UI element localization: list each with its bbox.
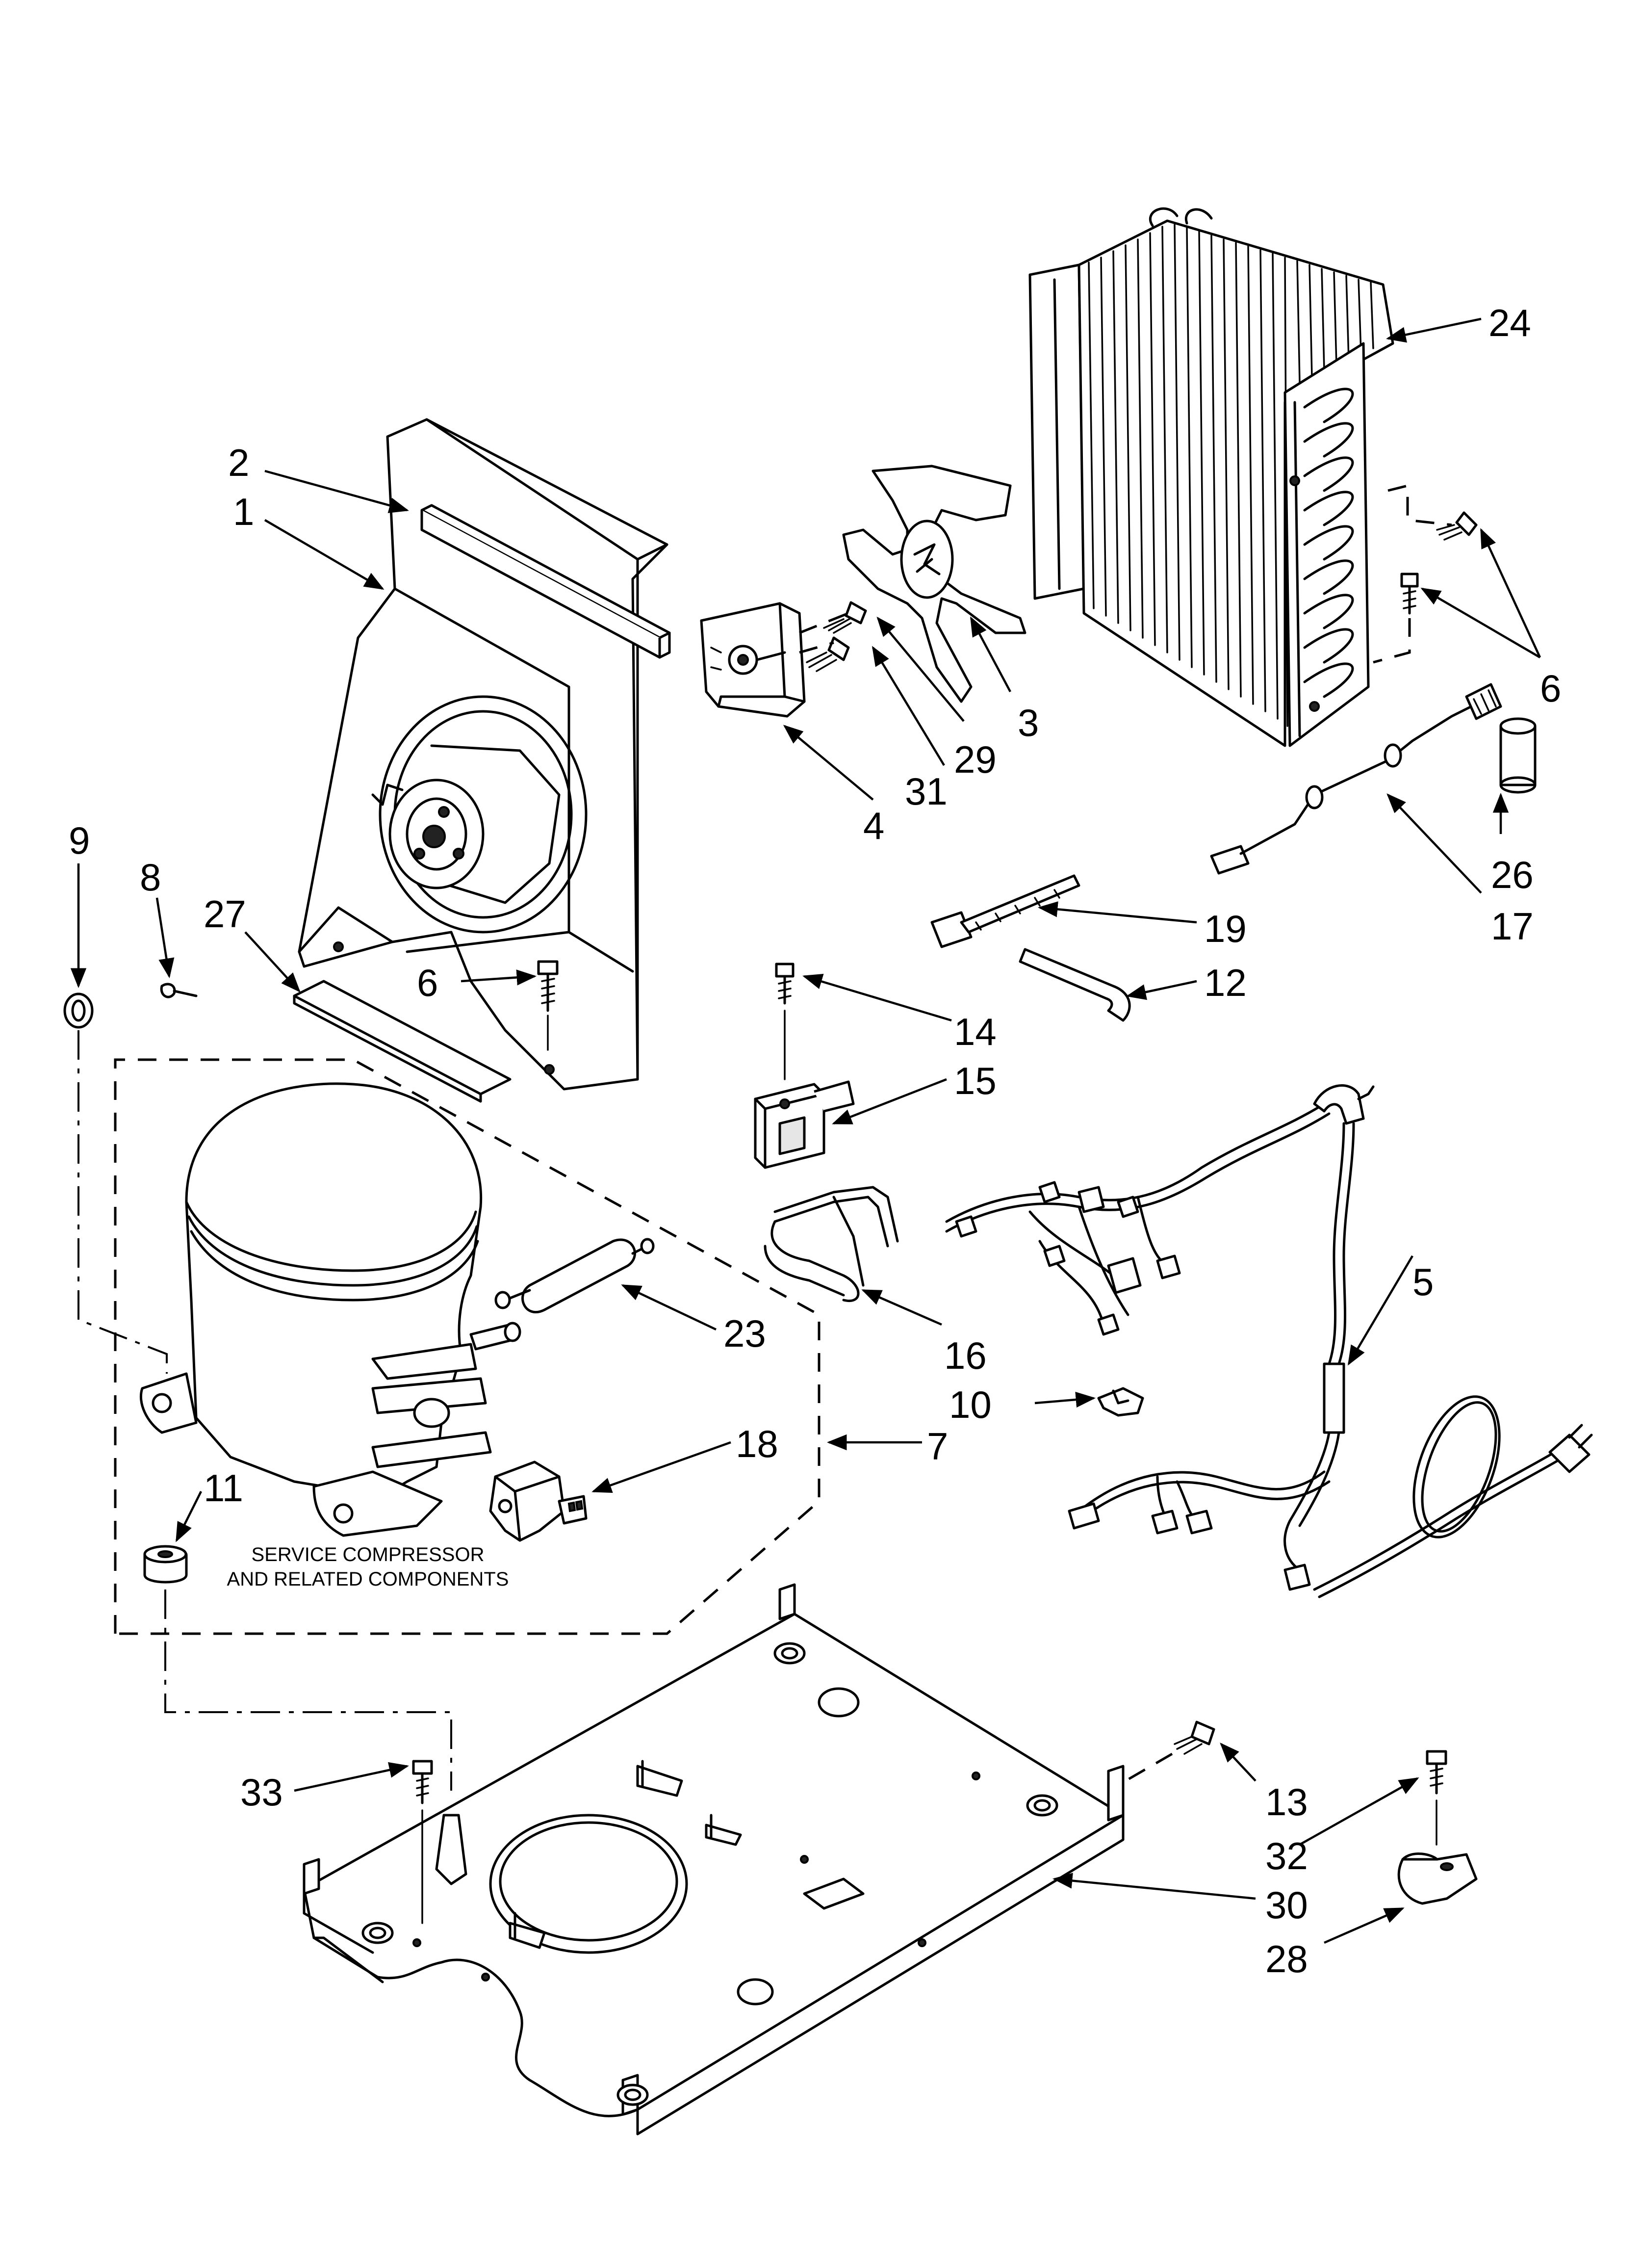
callout-labels: 2 1 3 29 31 4 24 6 26 17 19 12 14 15 16 … — [69, 301, 1561, 1981]
screw-6-condenser-upper — [1436, 511, 1478, 541]
fan-blade — [842, 465, 1026, 703]
cable-tie — [930, 874, 1080, 948]
callout-18: 18 — [736, 1422, 778, 1465]
callout-9: 9 — [69, 819, 90, 862]
callout-10: 10 — [949, 1383, 992, 1426]
callout-23: 23 — [723, 1312, 766, 1355]
note-line-2: AND RELATED COMPONENTS — [227, 1568, 509, 1590]
callout-4: 4 — [863, 804, 884, 847]
callout-32: 32 — [1265, 1834, 1308, 1877]
compressor — [139, 1082, 521, 1537]
foam-strip — [420, 504, 671, 659]
callout-8: 8 — [140, 856, 161, 899]
callout-24: 24 — [1488, 301, 1531, 344]
callout-15: 15 — [954, 1059, 997, 1102]
base-pan — [303, 1583, 1125, 2136]
run-capacitor — [1499, 717, 1537, 794]
service-compressor-note: SERVICE COMPRESSOR AND RELATED COMPONENT… — [227, 1544, 509, 1590]
callout-2: 2 — [228, 441, 249, 484]
callout-14: 14 — [954, 1010, 997, 1053]
service-compressor-boundary — [114, 1058, 821, 1635]
callout-26: 26 — [1491, 853, 1534, 896]
fan-motor — [700, 602, 806, 718]
callout-1: 1 — [233, 490, 254, 533]
harness-clip — [1097, 1387, 1144, 1417]
callout-28: 28 — [1265, 1937, 1308, 1981]
cord-clamp — [1397, 1852, 1478, 1905]
screw-31 — [806, 636, 850, 672]
callout-7: 7 — [927, 1425, 948, 1468]
callout-29: 29 — [954, 738, 997, 781]
callout-27: 27 — [204, 892, 246, 936]
callout-16: 16 — [944, 1334, 987, 1377]
water-valve-solenoid — [754, 1080, 855, 1169]
screw-6-condenser-lower — [1400, 573, 1419, 615]
callout-19: 19 — [1204, 907, 1247, 950]
screw-32 — [1426, 1750, 1447, 1846]
callout-13: 13 — [1265, 1780, 1308, 1824]
callout-5: 5 — [1412, 1260, 1434, 1303]
grommet-9 — [63, 992, 94, 1029]
base-bracket-plate — [293, 980, 512, 1103]
condenser-coil — [1028, 207, 1394, 747]
screw-33 — [412, 1760, 433, 1924]
callout-3: 3 — [1018, 701, 1039, 744]
screw-6-shroud — [537, 960, 559, 1051]
drain-tube — [1019, 948, 1131, 1022]
callout-33: 33 — [240, 1771, 283, 1814]
note-line-1: SERVICE COMPRESSOR — [252, 1544, 485, 1565]
start-relay — [489, 1460, 588, 1542]
thermistor-harness — [1210, 683, 1502, 875]
callout-30: 30 — [1265, 1883, 1308, 1927]
filter-drier — [494, 1238, 655, 1314]
wire-bracket — [764, 1186, 899, 1302]
screw-14 — [775, 963, 795, 1080]
callout-17: 17 — [1491, 905, 1534, 948]
callout-11: 11 — [204, 1466, 243, 1510]
fan-shroud — [298, 418, 668, 1091]
main-wire-harness — [945, 1084, 1593, 1598]
callout-6-shroud: 6 — [417, 961, 438, 1004]
callout-12: 12 — [1204, 961, 1247, 1004]
grommet-11 — [143, 1545, 188, 1584]
callout-6-condenser: 6 — [1540, 667, 1561, 710]
leader-lines — [70, 317, 1541, 1944]
screw-13 — [1174, 1721, 1215, 1755]
screw-29 — [823, 601, 867, 634]
clip-8 — [160, 983, 198, 998]
callout-31: 31 — [905, 770, 948, 813]
